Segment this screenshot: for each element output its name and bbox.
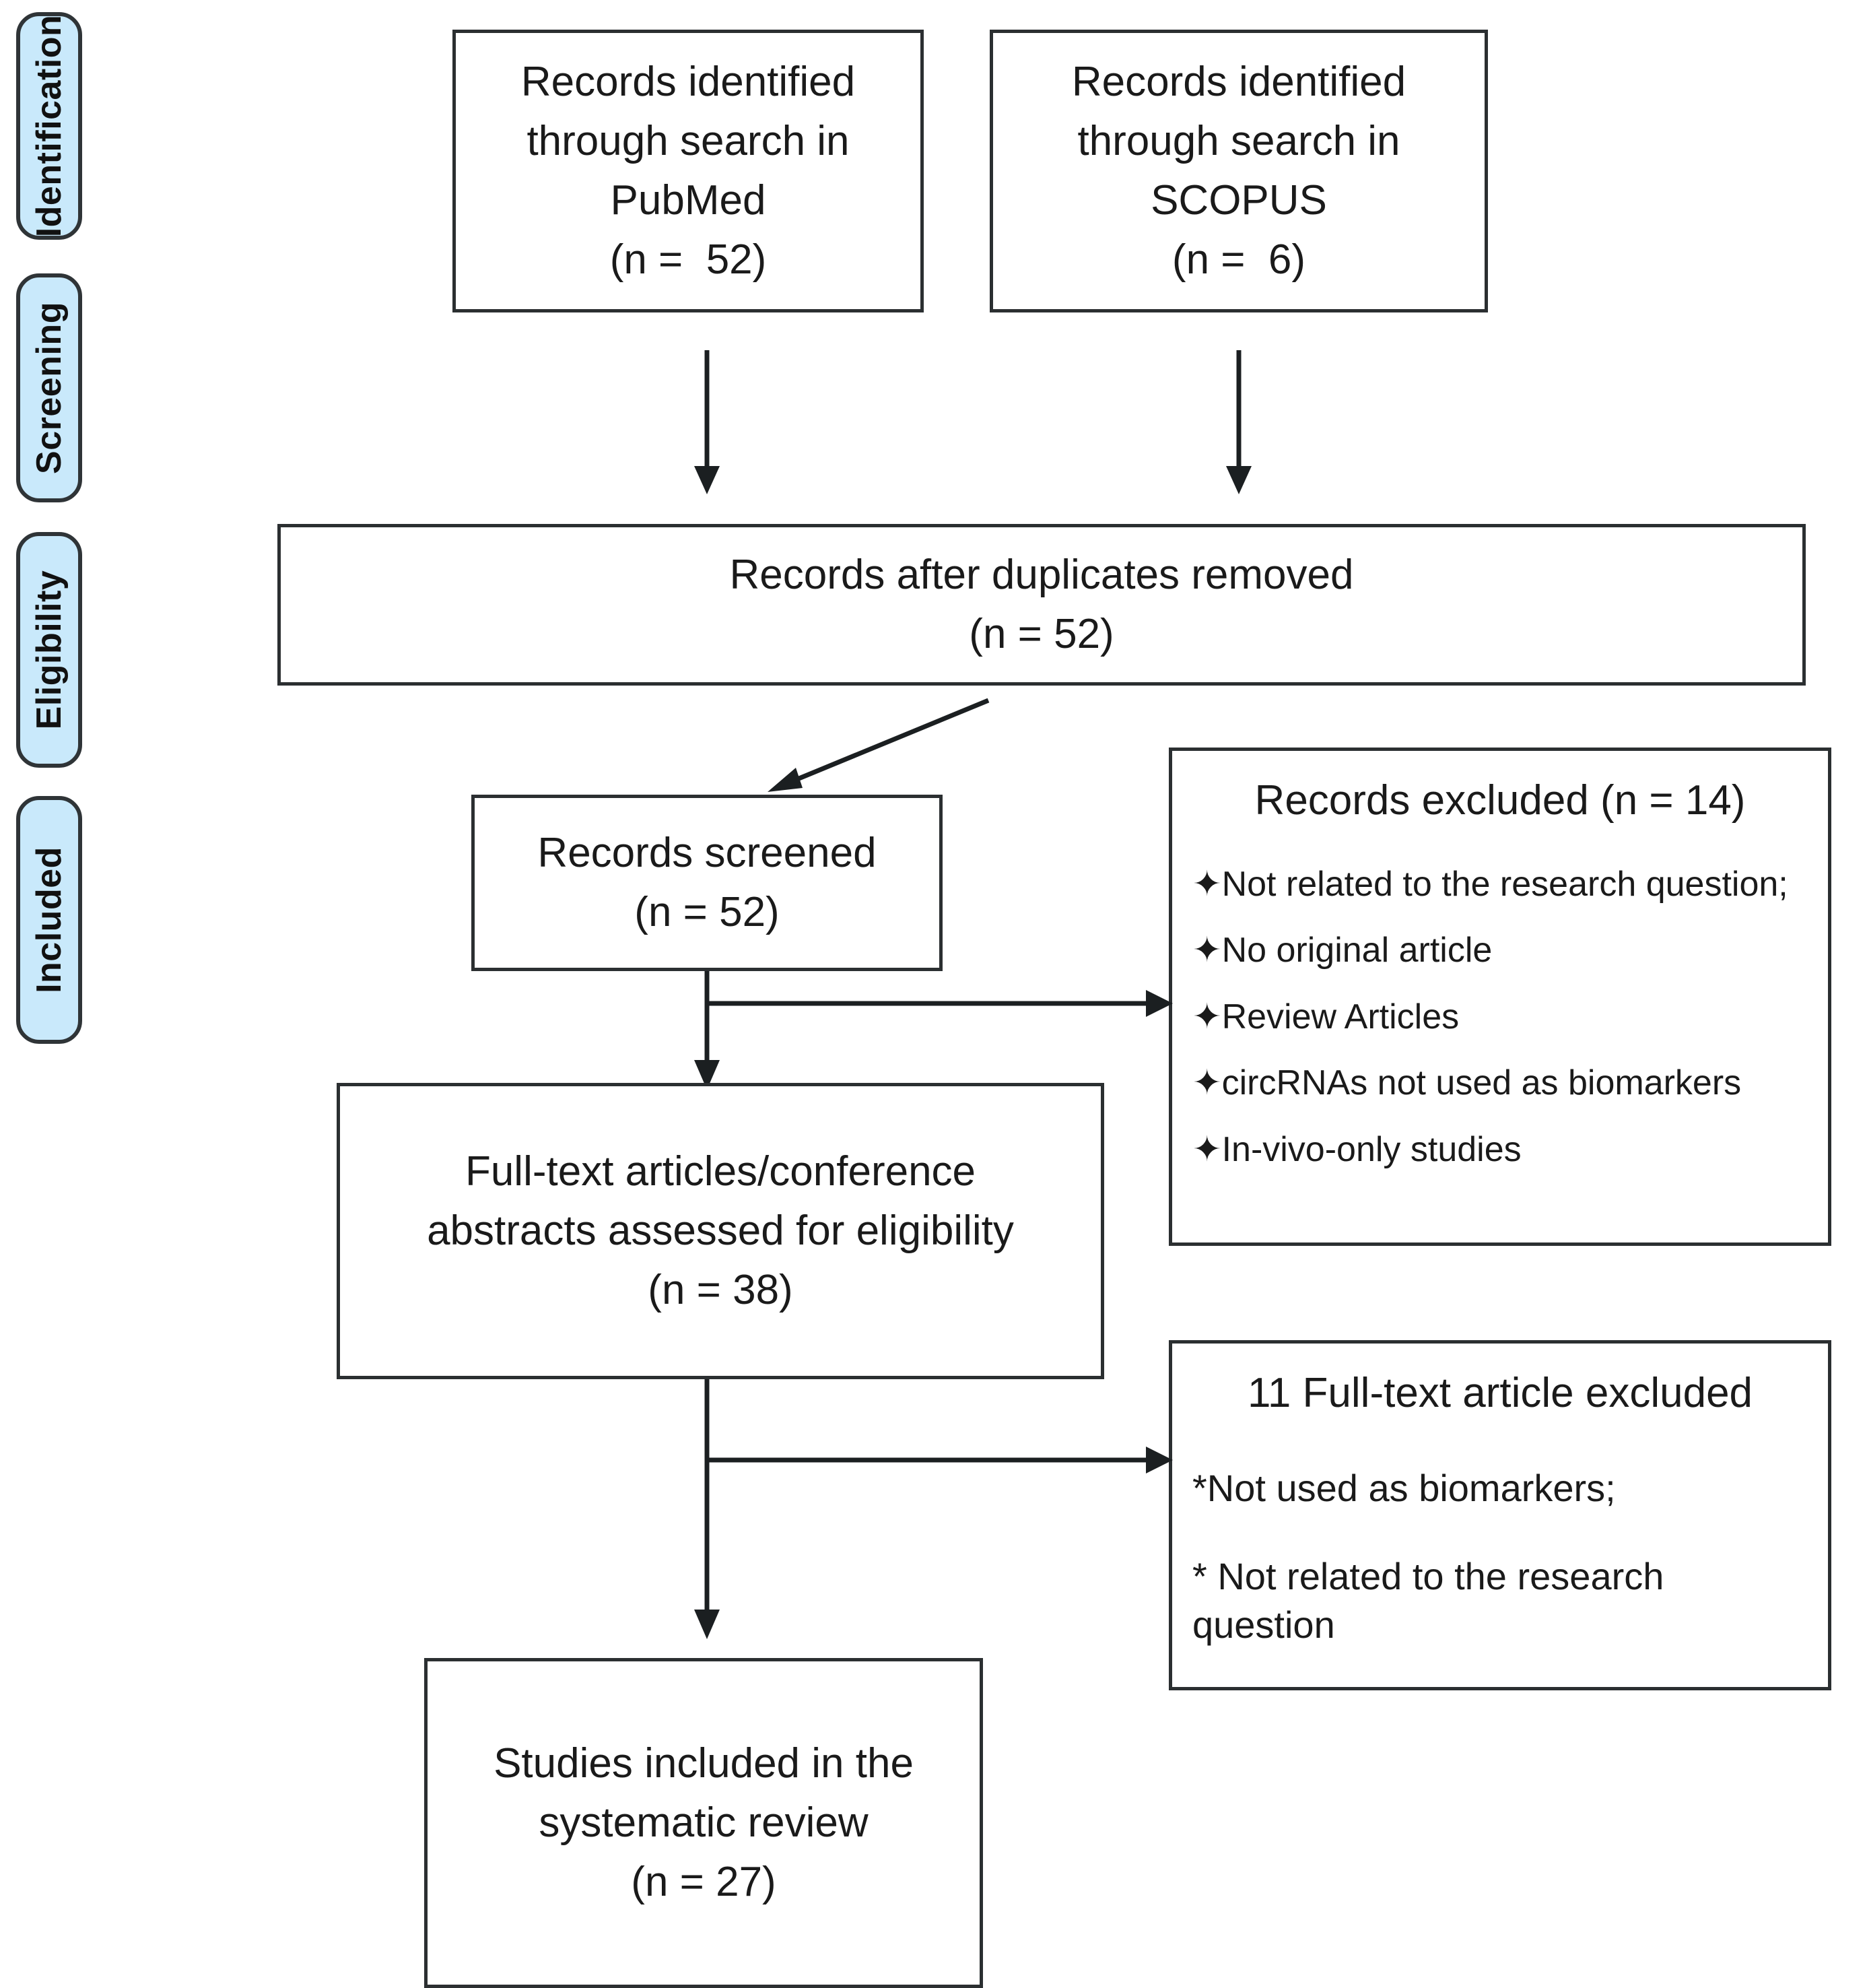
fulltext-excluded-heading: 11 Full-text article excluded — [1247, 1370, 1753, 1416]
stage-rail-eligibility: Eligibility — [16, 532, 82, 768]
arrow-fulltext-to-included — [687, 1379, 1185, 1642]
records-excluded-reason-1: ✦Not related to the research question; — [1192, 864, 1788, 904]
stage-rail-screening: Screening — [16, 273, 82, 502]
node-records-screened: Records screened (n = 52) — [471, 795, 943, 971]
records-excluded-reason-4: ✦circRNAs not used as biomarkers — [1192, 1063, 1742, 1103]
scopus-line-3: SCOPUS — [1151, 177, 1327, 224]
arrow-duplicates-to-screened — [754, 694, 996, 801]
node-records-scopus: Records identified through search in SCO… — [990, 30, 1488, 312]
fulltext-count: (n = 38) — [648, 1267, 793, 1314]
included-line-1: Studies included in the — [494, 1740, 914, 1787]
node-fulltext-assessed: Full-text articles/conference abstracts … — [337, 1083, 1104, 1379]
node-records-excluded: Records excluded (n = 14) ✦Not related t… — [1169, 748, 1831, 1246]
stage-rail-included: Included — [16, 796, 82, 1044]
fulltext-line-2: abstracts assessed for eligibility — [427, 1207, 1014, 1254]
scopus-count: (n = 6) — [1172, 236, 1306, 284]
pubmed-line-1: Records identified — [520, 58, 856, 105]
records-excluded-heading: Records excluded (n = 14) — [1254, 777, 1746, 824]
node-records-pubmed: Records identified through search in Pub… — [452, 30, 924, 312]
node-fulltext-excluded: 11 Full-text article excluded *Not used … — [1169, 1340, 1831, 1690]
fulltext-line-1: Full-text articles/conference — [465, 1148, 976, 1195]
scopus-line-1: Records identified — [1071, 58, 1406, 105]
arrow-screened-to-fulltext — [687, 971, 1185, 1092]
pubmed-line-3: PubMed — [610, 177, 766, 224]
included-count: (n = 27) — [631, 1859, 776, 1906]
scopus-line-2: through search in — [1077, 117, 1400, 164]
stage-label-screening: Screening — [30, 302, 69, 474]
stage-rail-identification: Identification — [16, 12, 82, 240]
node-records-after-duplicates: Records after duplicates removed (n = 52… — [277, 524, 1806, 686]
included-line-2: systematic review — [539, 1799, 869, 1846]
arrow-scopus-to-duplicates — [1219, 350, 1259, 498]
records-excluded-reason-2: ✦No original article — [1192, 931, 1493, 970]
records-excluded-reason-5: ✦In-vivo-only studies — [1192, 1129, 1522, 1169]
duplicates-line-1: Records after duplicates removed — [729, 551, 1354, 598]
screened-count: (n = 52) — [634, 889, 780, 935]
stage-label-included: Included — [30, 847, 69, 993]
arrow-pubmed-to-duplicates — [687, 350, 727, 498]
stage-label-identification: Identification — [30, 14, 69, 238]
pubmed-count: (n = 52) — [609, 236, 767, 284]
fulltext-excluded-reason-1: *Not used as biomarkers; — [1192, 1466, 1616, 1509]
node-studies-included: Studies included in the systematic revie… — [424, 1658, 983, 1988]
duplicates-count: (n = 52) — [969, 611, 1114, 657]
fulltext-excluded-reason-2: * Not related to the research question — [1192, 1555, 1664, 1646]
records-excluded-reason-3: ✦Review Articles — [1192, 997, 1460, 1036]
stage-label-eligibility: Eligibility — [30, 570, 69, 730]
screened-line-1: Records screened — [537, 829, 877, 876]
pubmed-line-2: through search in — [527, 117, 850, 164]
